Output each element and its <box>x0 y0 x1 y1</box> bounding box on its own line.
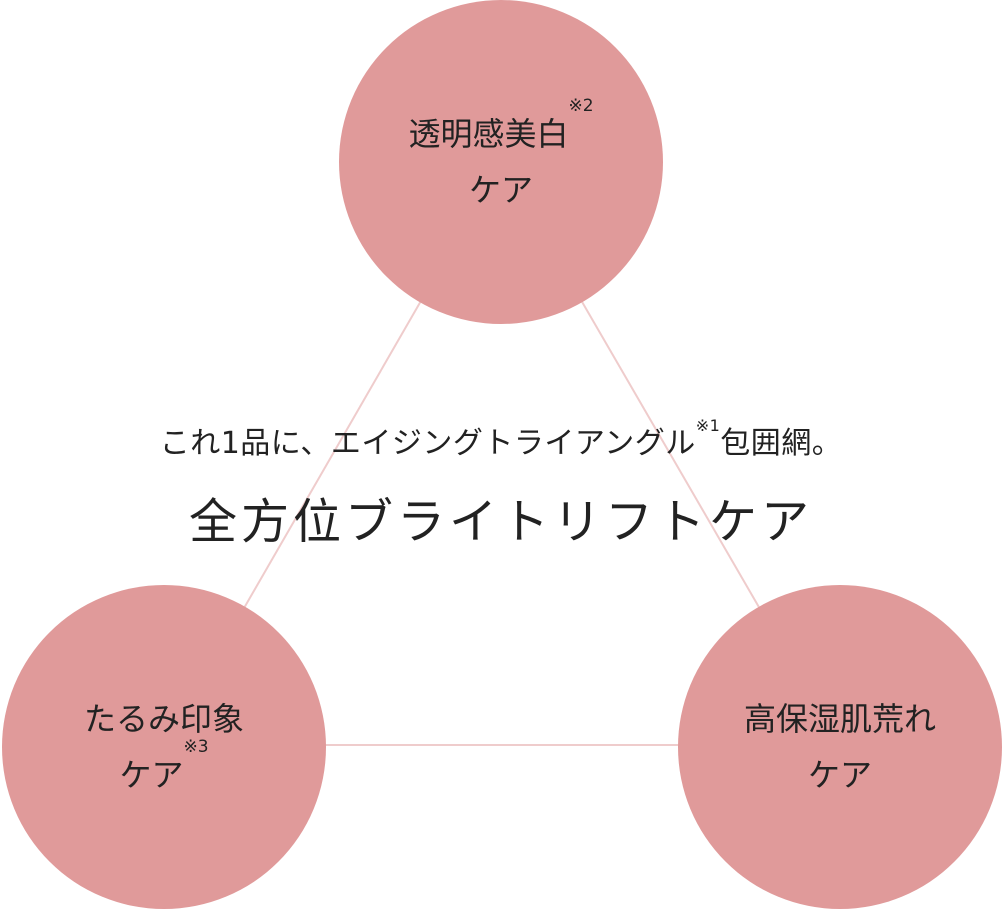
footnote: ※2 <box>568 96 594 116</box>
tagline-text: これ1品に、エイジングトライアングル <box>159 426 696 461</box>
circle-label-line1: 透明感美白※2 <box>408 98 593 162</box>
circle-label-line2: ケア <box>468 171 533 209</box>
circle-label-line1: 高保湿肌荒れ <box>743 700 936 738</box>
circle-label-line2: ケア※3 <box>119 739 208 803</box>
main-title: 全方位ブライトリフトケア <box>188 494 813 550</box>
label-text: ケア <box>119 756 184 794</box>
circle-label-line2: ケア <box>807 756 872 794</box>
circle-whitening-care: 透明感美白※2 ケア <box>339 0 663 324</box>
circle-moisture-care: 高保湿肌荒れ ケア <box>678 585 1002 909</box>
circle-label-line1: たるみ印象 <box>83 700 244 738</box>
circle-sagging-care: たるみ印象 ケア※3 <box>2 585 326 909</box>
tagline-text-end: 包囲網。 <box>720 426 843 461</box>
footnote: ※3 <box>183 737 209 757</box>
tagline-footnote: ※1 <box>695 416 721 435</box>
tagline: これ1品に、エイジングトライアングル※1包囲網。 <box>0 416 1002 462</box>
label-text: 透明感美白 <box>408 115 569 153</box>
